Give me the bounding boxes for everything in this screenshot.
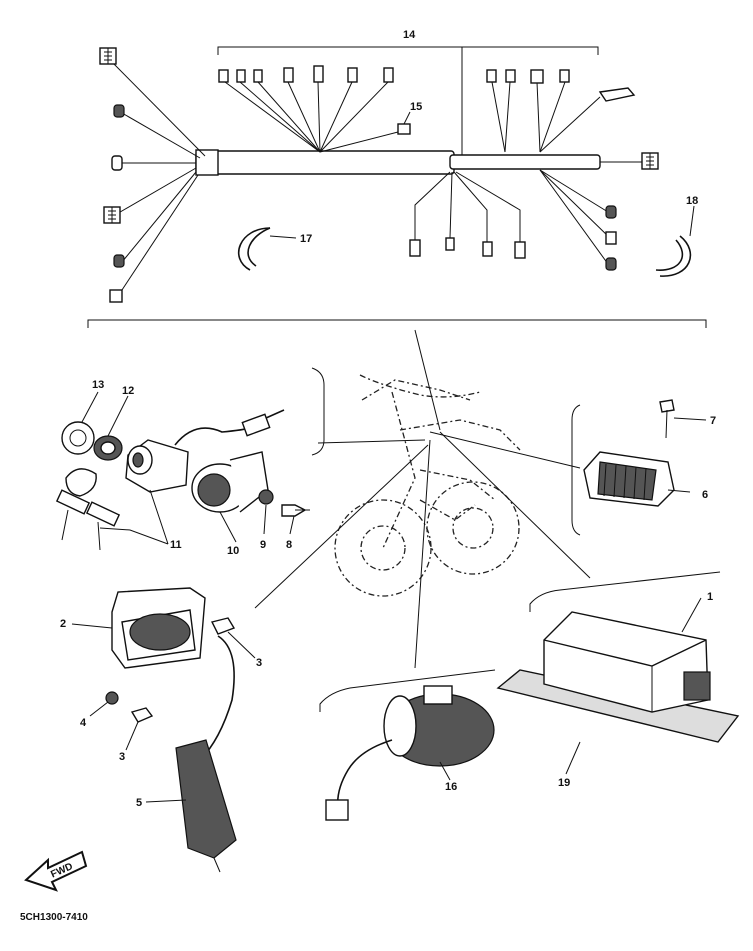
callout-19: 19 bbox=[558, 777, 570, 789]
bracket bbox=[319, 669, 496, 712]
callout-18: 18 bbox=[686, 195, 698, 207]
callout-3b: 3 bbox=[119, 751, 125, 763]
callout-6: 6 bbox=[702, 489, 708, 501]
callout-16: 16 bbox=[445, 781, 457, 793]
forward-arrow-icon: FWD bbox=[24, 850, 88, 892]
callout-8: 8 bbox=[286, 539, 292, 551]
callout-17: 17 bbox=[300, 233, 312, 245]
bracket bbox=[529, 571, 721, 612]
callout-14: 14 bbox=[403, 29, 416, 41]
bracket bbox=[311, 367, 325, 456]
callout-9: 9 bbox=[260, 539, 266, 551]
wire-harness bbox=[87, 46, 707, 328]
callout-4: 4 bbox=[80, 717, 87, 729]
leader-lines bbox=[254, 329, 591, 669]
callout-10: 10 bbox=[227, 545, 239, 557]
callout-11: 11 bbox=[170, 539, 182, 551]
callout-7: 7 bbox=[710, 415, 716, 427]
callout-12: 12 bbox=[122, 385, 134, 397]
rectifier-regulator bbox=[583, 399, 675, 507]
callout-3a: 3 bbox=[256, 657, 262, 669]
bracket bbox=[571, 404, 581, 536]
callout-5: 5 bbox=[136, 797, 142, 809]
callout-13: 13 bbox=[92, 379, 104, 391]
condenser bbox=[325, 685, 495, 821]
callout-labels: 1 2 3 3 4 5 6 7 8 9 10 11 12 13 14 15 16… bbox=[60, 29, 716, 809]
main-switch-assembly bbox=[55, 409, 310, 551]
ignition-coil bbox=[105, 587, 237, 873]
callout-15: 15 bbox=[410, 101, 422, 113]
motorcycle-outline bbox=[334, 374, 521, 597]
callout-leaders bbox=[71, 111, 707, 803]
callout-1: 1 bbox=[707, 591, 713, 603]
cdi-unit bbox=[496, 611, 740, 743]
drawing-code: 5CH1300-7410 bbox=[20, 912, 88, 923]
callout-2: 2 bbox=[60, 618, 66, 630]
